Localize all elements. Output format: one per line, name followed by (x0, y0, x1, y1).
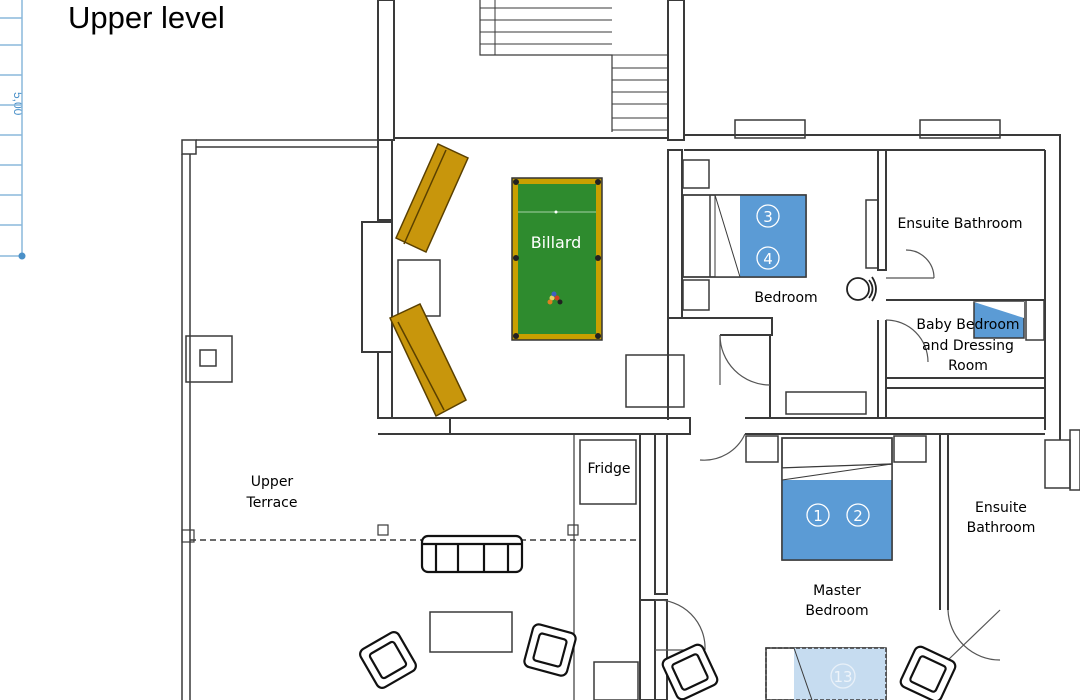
bed-number-13: 13 (833, 668, 852, 686)
furniture-boxes (397, 159, 1045, 700)
doors (654, 249, 1001, 661)
room-label-bedroom: Bedroom (754, 290, 817, 306)
room-label-master-bedroom-1: Master (813, 583, 861, 599)
room-label-fridge: Fridge (587, 461, 630, 477)
room-label-upper-terrace-2: Terrace (246, 495, 298, 511)
page-title: Upper level (68, 0, 225, 35)
walls (181, 0, 1080, 700)
scale-ruler (0, 0, 26, 260)
room-label-baby-bedroom-3: Room (948, 358, 988, 374)
room-label-upper-terrace-1: Upper (251, 474, 294, 490)
room-label-baby-bedroom-2: and Dressing (922, 338, 1014, 354)
room-label-baby-bedroom-1: Baby Bedroom (916, 317, 1019, 333)
beds (682, 194, 1025, 700)
bed-number-1: 1 (813, 507, 823, 525)
bed-number-circles (756, 204, 870, 689)
bed-number-3: 3 (763, 208, 773, 226)
billiard-table (511, 177, 603, 341)
bed-number-4: 4 (763, 250, 773, 268)
room-label-ensuite-bathroom-right-2: Bathroom (967, 520, 1036, 536)
armchairs (359, 623, 957, 700)
room-label-billard: Billard (531, 233, 582, 252)
round-chair-icon (846, 276, 877, 302)
room-label-ensuite-bathroom-right-1: Ensuite (975, 500, 1027, 516)
room-label-ensuite-bathroom-top: Ensuite Bathroom (897, 216, 1022, 232)
room-label-master-bedroom-2: Bedroom (805, 603, 868, 619)
bed-number-2: 2 (853, 507, 863, 525)
outdoor-sofa (420, 534, 524, 574)
gold-sofas (389, 142, 469, 418)
